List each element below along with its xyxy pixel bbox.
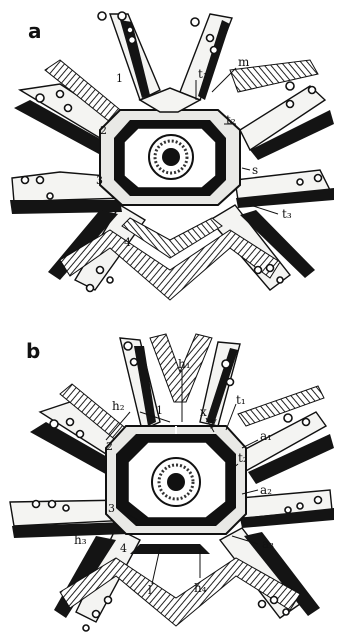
diagram-panel-b: b h₁ h₂ 1 x y t₁ a₁ 2 t₂ a₂ 3 h₃ 4 a₃ l … bbox=[0, 322, 342, 642]
label-3: 3 bbox=[96, 174, 103, 187]
label-x: x bbox=[200, 405, 207, 419]
diagram-panel-a: a 1 t₁ m 2 t₂ s 3 t₃ 4 bbox=[0, 0, 342, 322]
label-m: m bbox=[238, 55, 250, 69]
label-t1: t₁ bbox=[198, 67, 208, 81]
panel-letter: b bbox=[26, 339, 40, 363]
label-h2: h₂ bbox=[112, 399, 125, 413]
central-cell bbox=[100, 88, 240, 205]
label-a2: a₂ bbox=[260, 483, 272, 497]
label-h4: h₄ bbox=[194, 581, 207, 595]
label-1: 1 bbox=[156, 404, 163, 417]
label-h3: h₃ bbox=[74, 533, 87, 547]
label-t2: t₂ bbox=[238, 451, 248, 465]
label-a1: a₁ bbox=[260, 429, 272, 443]
label-t3: t₃ bbox=[282, 207, 292, 221]
label-y: y bbox=[209, 415, 217, 429]
label-4: 4 bbox=[120, 542, 127, 555]
label-1: 1 bbox=[116, 72, 123, 85]
label-h1: h₁ bbox=[178, 357, 191, 371]
label-2: 2 bbox=[100, 124, 107, 137]
panel-a-drawing: a 1 t₁ m 2 t₂ s 3 t₃ 4 bbox=[0, 0, 342, 322]
label-2: 2 bbox=[106, 440, 113, 453]
label-a3: a₃ bbox=[262, 537, 274, 551]
label-t2: t₂ bbox=[226, 113, 236, 127]
panel-b-drawing: b h₁ h₂ 1 x y t₁ a₁ 2 t₂ a₂ 3 h₃ 4 a₃ l … bbox=[0, 322, 342, 642]
label-3: 3 bbox=[108, 502, 115, 515]
central-cell bbox=[106, 426, 246, 534]
label-l: l bbox=[148, 583, 152, 597]
label-4: 4 bbox=[124, 236, 131, 249]
label-s: s bbox=[252, 163, 258, 177]
panel-letter: a bbox=[28, 19, 42, 43]
label-t1: t₁ bbox=[236, 393, 246, 407]
